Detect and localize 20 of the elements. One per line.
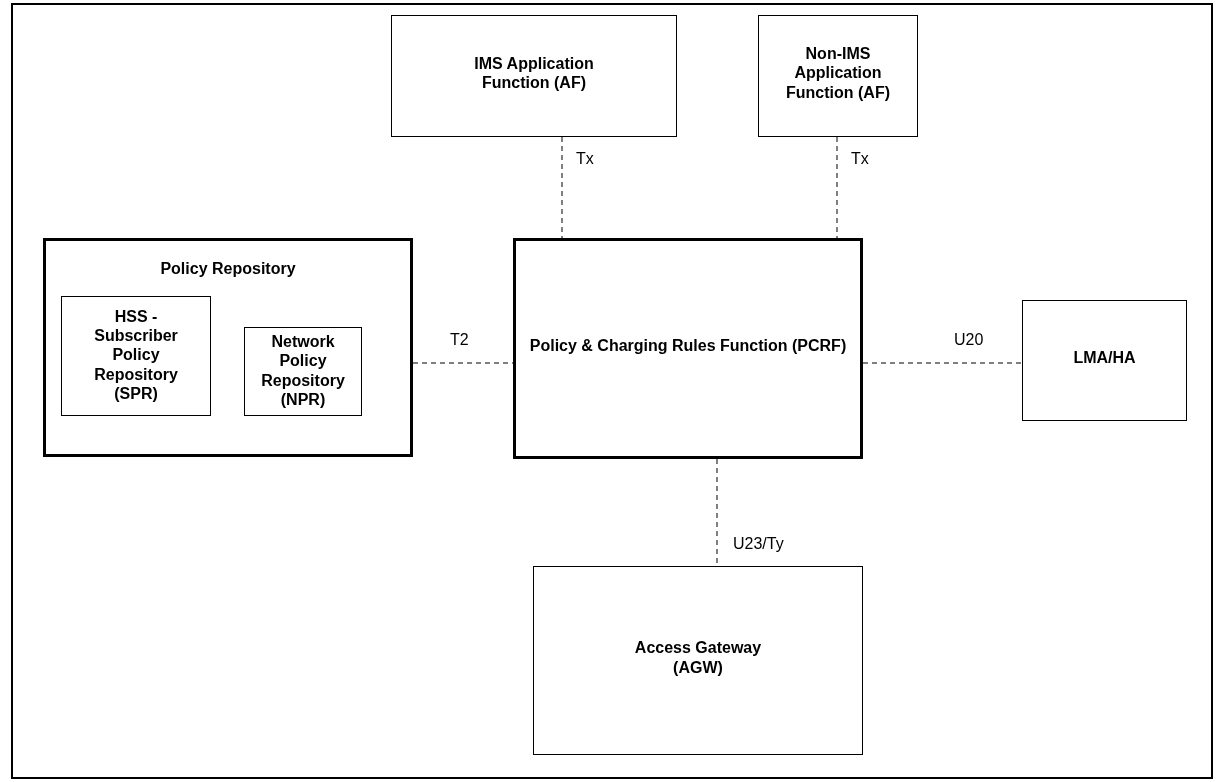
process-box — [513, 238, 863, 459]
process-box — [244, 327, 362, 416]
group-box — [43, 238, 413, 457]
connector-line — [561, 136, 563, 239]
process-box — [533, 566, 863, 755]
node-label: Policy & Charging Rules Function (PCRF) — [529, 335, 847, 356]
node-label: HSS - Subscriber Policy Repository (SPR) — [93, 307, 179, 403]
process-box — [758, 15, 918, 137]
connector-line — [836, 136, 838, 239]
process-box — [61, 296, 211, 416]
process-box — [391, 15, 677, 137]
node-label: Network Policy Repository (NPR) — [260, 332, 346, 409]
node-label: LMA/HA — [1073, 347, 1136, 368]
node-label: IMS Application Function (AF) — [473, 53, 595, 93]
node-label: Non-IMS Application Function (AF) — [785, 44, 891, 102]
group-title: Policy Repository — [160, 259, 296, 279]
edge-label: U23/Ty — [731, 535, 786, 553]
process-box — [1022, 300, 1187, 421]
connector-line — [862, 362, 1023, 364]
node-label: Access Gateway (AGW) — [633, 638, 763, 677]
